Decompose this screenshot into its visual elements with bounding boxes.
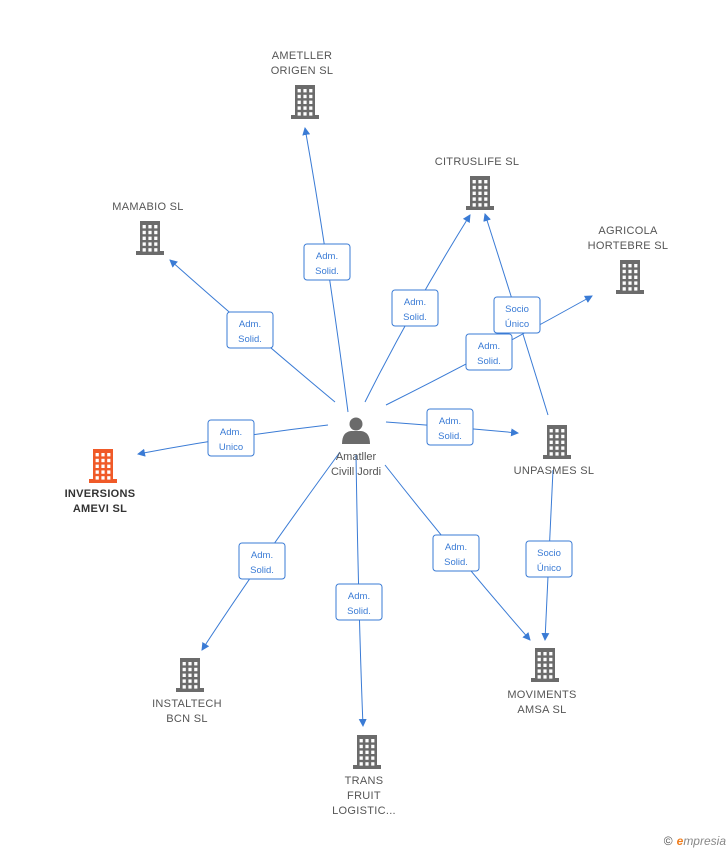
- company-label-moviments-line-0: MOVIMENTS: [507, 689, 576, 701]
- company-label-inversions-line-0: INVERSIONS: [65, 488, 136, 500]
- edge-label-text-0: Adm.: [251, 550, 273, 561]
- edge-label-text-0: Adm.: [478, 341, 500, 352]
- person-label-line-1: Civill Jordi: [331, 466, 381, 478]
- edge-label-text-0: Adm.: [348, 591, 370, 602]
- edge-label-text-1: Solid.: [315, 266, 339, 277]
- company-node-moviments[interactable]: MOVIMENTS AMSA SL: [507, 648, 576, 716]
- edge-label-text-1: Solid.: [477, 356, 501, 367]
- edge-label-text-0: Socio: [537, 548, 561, 559]
- edge-label-text-1: Solid.: [250, 565, 274, 576]
- company-label-agricola-line-0: AGRICOLA: [598, 225, 658, 237]
- edge-label-text-0: Adm.: [239, 319, 261, 330]
- edge-label-person-inversions[interactable]: Adm. Unico: [207, 419, 255, 457]
- building-icon[interactable]: [176, 658, 204, 692]
- edge-label-person-citruslife[interactable]: Adm. Solid.: [391, 289, 439, 327]
- building-icon[interactable]: [543, 425, 571, 459]
- edges-layer: [137, 127, 593, 727]
- building-icon[interactable]: [89, 449, 117, 483]
- company-node-citruslife[interactable]: CITRUSLIFE SL: [435, 156, 520, 210]
- company-label-agricola-line-1: HORTEBRE SL: [588, 240, 669, 252]
- company-label-ametller-line-1: ORIGEN SL: [271, 65, 334, 77]
- edge-label-person-agricola[interactable]: Adm. Solid.: [465, 333, 513, 371]
- brand-initial: e: [676, 834, 684, 848]
- edge-label-person-unpasmes[interactable]: Adm. Solid.: [426, 408, 474, 446]
- edge-label-text-0: Adm.: [316, 251, 338, 262]
- company-label-moviments-line-1: AMSA SL: [517, 704, 566, 716]
- company-label-transfruit-line-0: TRANS: [345, 775, 384, 787]
- edge-label-text-0: Socio: [505, 304, 529, 315]
- company-node-unpasmes[interactable]: UNPASMES SL: [514, 425, 595, 477]
- company-node-inversions[interactable]: INVERSIONS AMEVI SL: [65, 449, 136, 515]
- edge-label-person-instaltech[interactable]: Adm. Solid.: [238, 542, 286, 580]
- edge-label-person-transfruit[interactable]: Adm. Solid.: [335, 583, 383, 621]
- building-icon[interactable]: [616, 260, 644, 294]
- company-label-instaltech-line-0: INSTALTECH: [152, 698, 222, 710]
- edge-label-text-0: Adm.: [404, 297, 426, 308]
- edge-label-text-0: Adm.: [445, 542, 467, 553]
- person-label-line-0: Amatller: [336, 451, 377, 463]
- building-icon[interactable]: [291, 85, 319, 119]
- edge-label-text-1: Solid.: [238, 334, 262, 345]
- company-label-unpasmes-line-0: UNPASMES SL: [514, 465, 595, 477]
- company-label-ametller-line-0: AMETLLER: [272, 50, 332, 62]
- edge-label-person-ametller[interactable]: Adm. Solid.: [303, 243, 351, 281]
- person-icon[interactable]: [342, 417, 370, 445]
- edge-label-text-1: Solid.: [444, 557, 468, 568]
- edge-label-person-mamabio[interactable]: Adm. Solid.: [226, 311, 274, 349]
- company-node-agricola[interactable]: AGRICOLA HORTEBRE SL: [588, 225, 669, 294]
- company-label-instaltech-line-1: BCN SL: [166, 713, 208, 725]
- edge-label-text-1: Único: [505, 319, 529, 330]
- edge-label-text-1: Unico: [219, 442, 243, 453]
- edge-label-text-1: Solid.: [347, 606, 371, 617]
- copyright-symbol: ©: [663, 834, 673, 848]
- building-icon[interactable]: [136, 221, 164, 255]
- building-icon[interactable]: [531, 648, 559, 682]
- company-node-instaltech[interactable]: INSTALTECH BCN SL: [152, 658, 222, 725]
- edge-label-text-0: Adm.: [220, 427, 242, 438]
- company-node-ametller[interactable]: AMETLLER ORIGEN SL: [271, 50, 334, 119]
- edge-label-text-1: Solid.: [438, 431, 462, 442]
- company-node-transfruit[interactable]: TRANS FRUIT LOGISTIC...: [332, 735, 396, 817]
- company-label-mamabio-line-0: MAMABIO SL: [112, 201, 183, 213]
- company-node-mamabio[interactable]: MAMABIO SL: [112, 201, 183, 255]
- company-label-citruslife-line-0: CITRUSLIFE SL: [435, 156, 520, 168]
- edge-label-text-1: Solid.: [403, 312, 427, 323]
- company-label-transfruit-line-2: LOGISTIC...: [332, 805, 396, 817]
- edge-label-person-moviments[interactable]: Adm. Solid.: [432, 534, 480, 572]
- edge-label-text-1: Único: [537, 563, 561, 574]
- company-label-inversions-line-1: AMEVI SL: [73, 503, 127, 515]
- building-icon[interactable]: [353, 735, 381, 769]
- edge-labels-layer: Adm. Solid. Adm. Solid. Adm. Solid. Adm. Solid.…: [207, 243, 573, 621]
- brand-name: mpresia: [683, 834, 726, 848]
- brand-watermark: ©empresia: [664, 834, 726, 848]
- company-label-transfruit-line-1: FRUIT: [347, 790, 381, 802]
- building-icon[interactable]: [466, 176, 494, 210]
- edge-label-text-0: Adm.: [439, 416, 461, 427]
